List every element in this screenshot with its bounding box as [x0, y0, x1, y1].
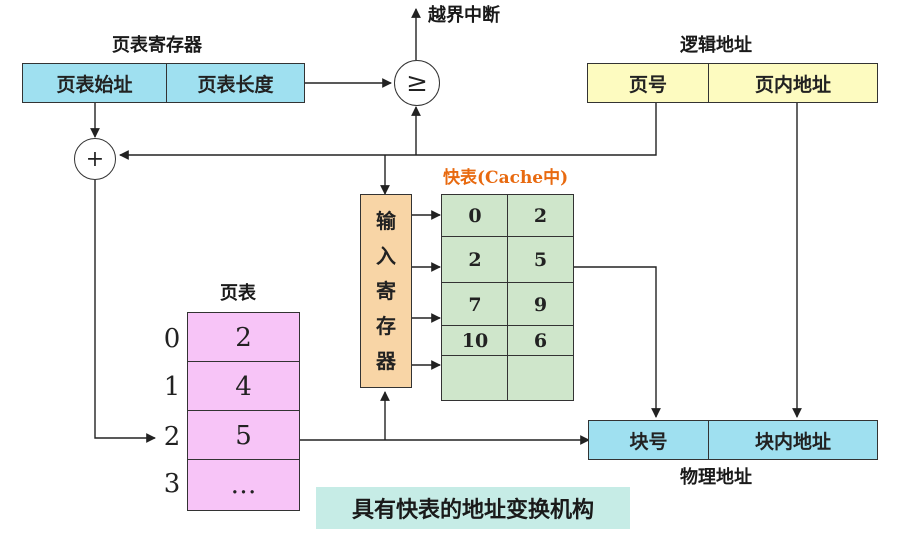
logical-address-label: 逻辑地址 [680, 35, 752, 56]
page-table-entry: … [187, 459, 300, 511]
tlb-page-cell: 0 [441, 194, 509, 238]
logical-page-offset-field: 页内地址 [708, 63, 878, 103]
compare-operator: ≥ [394, 60, 440, 106]
tlb-block-cell: 6 [507, 325, 574, 357]
page-table-entry: 2 [187, 312, 300, 363]
tlb-page-cell: 7 [441, 282, 509, 327]
tlb-page-cell: 10 [441, 325, 509, 357]
input-register-char: 器 [376, 349, 396, 374]
physical-block-number-field: 块号 [588, 420, 709, 460]
physical-block-offset-field: 块内地址 [708, 420, 878, 460]
tlb-block-cell: 5 [507, 236, 574, 284]
diagram-caption: 具有快表的地址变换机构 [316, 487, 630, 529]
tlb-page-cell [441, 355, 509, 401]
page-table-length-field: 页表长度 [166, 63, 305, 103]
page-table-base-field: 页表始址 [22, 63, 167, 103]
input-register-char: 寄 [376, 278, 396, 303]
input-register-char: 存 [376, 314, 396, 339]
out-of-bounds-interrupt-label: 越界中断 [428, 5, 500, 26]
wire-adder-to-page-table [94, 180, 156, 443]
page-table-register-label: 页表寄存器 [112, 35, 202, 56]
physical-address-label: 物理地址 [680, 467, 752, 488]
wire-tlb-to-block [574, 266, 661, 418]
tlb-title: 快表(Cache中) [443, 168, 569, 188]
page-table-index: 1 [163, 372, 181, 402]
wire-pageno-to-adder [119, 103, 657, 160]
input-register-char: 输 [376, 208, 396, 233]
adder-operator: + [74, 138, 116, 180]
tlb-block-cell: 2 [507, 194, 574, 238]
tlb-block-cell [507, 355, 574, 401]
logical-page-number-field: 页号 [587, 63, 709, 103]
page-table-index: 3 [163, 469, 181, 499]
tlb-page-cell: 2 [441, 236, 509, 284]
page-table-entry: 4 [187, 361, 300, 412]
tlb-block-cell: 9 [507, 282, 574, 327]
page-table-index: 2 [163, 422, 181, 452]
input-register-char: 入 [376, 243, 396, 268]
page-table-index: 0 [163, 324, 181, 354]
input-register: 输 入 寄 存 器 [360, 194, 412, 388]
page-table-label: 页表 [220, 283, 256, 304]
page-table-entry: 5 [187, 410, 300, 461]
